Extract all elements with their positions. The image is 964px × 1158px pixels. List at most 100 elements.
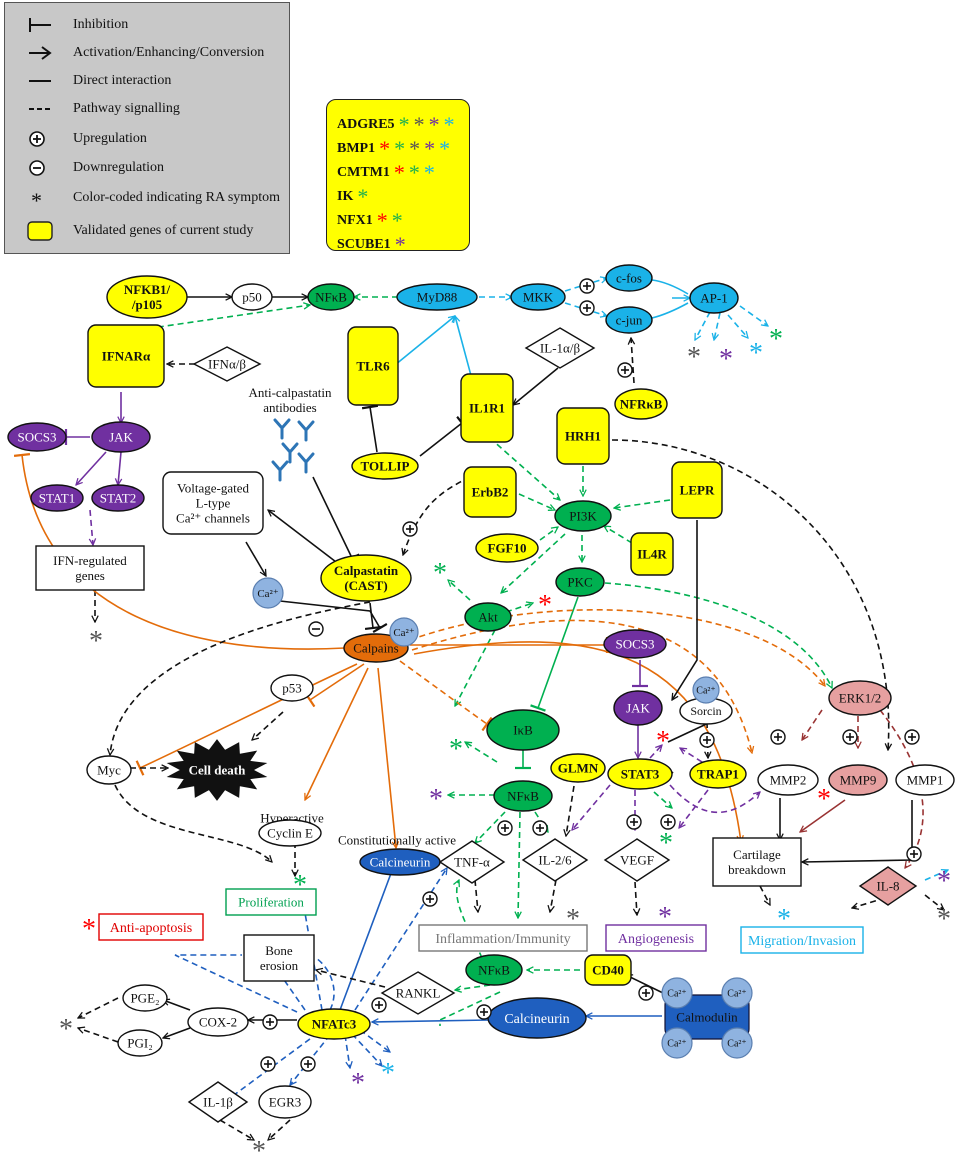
node-il1r1: IL1R1 <box>460 373 514 443</box>
symptom-asterisk: * <box>293 870 307 901</box>
legend-label: Downregulation <box>73 160 164 175</box>
node-ikb: IκB <box>486 709 560 751</box>
gene-name: BMP1 <box>337 141 376 156</box>
edge-fgf10-pi3k <box>539 527 558 541</box>
edge-nfatc3-star2 <box>351 1033 382 1066</box>
symptom-asterisk: * <box>59 1014 73 1045</box>
node-label: STAT1 <box>39 491 76 506</box>
edge-erbb2-calpastatin <box>403 476 471 555</box>
node-label: Ca²⁺ <box>696 686 715 697</box>
upregulation-icon <box>300 1056 316 1072</box>
edge-lepr-pi3k <box>614 499 671 508</box>
node-label: MMP9 <box>840 773 877 788</box>
edge-il1r1-pi3k <box>481 430 560 500</box>
edge-calpains-socs3left <box>13 453 346 650</box>
node-label: TLR6 <box>356 359 390 374</box>
svg-text:*: * <box>31 188 42 208</box>
node-label: HRH1 <box>565 429 601 444</box>
node-calmodulin: Ca²⁺Ca²⁺Ca²⁺Ca²⁺Calmodulin <box>661 977 753 1059</box>
node-label: TRAP1 <box>697 767 739 782</box>
node-label: Ca²⁺ <box>667 1039 686 1050</box>
edge-tollip-tlr6 <box>361 404 379 453</box>
symptom-asterisk: * <box>429 784 443 815</box>
node-ca_left: Ca²⁺ <box>252 577 284 609</box>
legend-item: Validated genes of current study <box>5 219 291 245</box>
edge-pgi2-star <box>78 1028 119 1043</box>
upregulation-icon <box>579 300 595 316</box>
edge-stat3-star <box>649 745 662 759</box>
node-label: Ca²⁺ <box>727 1039 746 1050</box>
node-egr3: EGR3 <box>258 1085 312 1119</box>
edge-calmodulin-cd40 <box>626 974 664 994</box>
edge-nfkb-tnf <box>475 811 506 843</box>
edge-calpains-cyclin <box>305 667 369 800</box>
node-label: c-fos <box>616 271 642 286</box>
legend-item: Activation/Enhancing/Conversion <box>5 41 291 67</box>
symptom-asterisk: * <box>566 904 580 935</box>
symptom-asterisk: * <box>433 558 447 589</box>
node-il8: IL-8 <box>858 866 918 906</box>
edge-calpains-cartilage <box>413 641 741 842</box>
edge-cjun-ap1 <box>651 302 689 319</box>
edge-rankl-bone <box>316 970 386 988</box>
upregulation-icon <box>660 814 676 830</box>
edge-calcineurin-nfatc3 <box>372 1020 491 1022</box>
legend-label: Validated genes of current study <box>73 223 254 238</box>
legend-label: Direct interaction <box>73 73 172 88</box>
node-p53: p53 <box>270 674 314 702</box>
node-nfkb_low: NFκB <box>465 954 523 986</box>
node-myd88: MyD88 <box>396 283 478 311</box>
node-tlr6: TLR6 <box>347 326 399 406</box>
symptom-asterisk: * <box>393 160 405 185</box>
symptom-asterisk: * <box>777 904 791 935</box>
symptom-asterisk: * <box>424 136 436 161</box>
node-label: MMP2 <box>770 773 807 788</box>
node-label: Migration/Invasion <box>748 934 856 949</box>
edge-il1b-star <box>219 1119 254 1140</box>
node-lepr: LEPR <box>671 461 723 519</box>
edge-calpains-myc-dash <box>110 601 371 755</box>
symptom-asterisk: * <box>423 160 435 185</box>
node-hrh1: HRH1 <box>556 407 610 465</box>
legend-item: Downregulation <box>5 156 291 182</box>
gene-name: ADGRE5 <box>337 117 395 132</box>
node-label: Ca²⁺ <box>727 989 746 1000</box>
node-socs3_left: SOCS3 <box>7 422 67 452</box>
edge-tlr6-myd88 <box>394 316 455 366</box>
symptom-asterisk: * <box>687 342 701 373</box>
node-pkc: PKC <box>555 567 605 597</box>
node-il1ab: IL-1α/β <box>524 327 596 369</box>
symptom-asterisk: * <box>658 902 672 933</box>
legend-label: Activation/Enhancing/Conversion <box>73 45 265 60</box>
edge-ap1-out4 <box>694 311 711 340</box>
edge-sorcin-trap1 <box>707 721 708 758</box>
validated-genes-box: ADGRE5****BMP1*****CMTM1***IK*NFX1**SCUB… <box>326 99 470 257</box>
node-label: GLMN <box>558 761 599 776</box>
gene-name: SCUBE1 <box>337 237 391 252</box>
edge-lepr-jak <box>672 520 698 700</box>
edge-il4r-pi3k <box>604 526 633 544</box>
edge-trap1-mmp2 <box>679 789 709 828</box>
node-mkk: MKK <box>510 283 566 311</box>
upregulation-icon <box>476 1004 492 1020</box>
node-label: EGR3 <box>269 1095 302 1110</box>
node-label: Calmodulin <box>676 1010 738 1025</box>
edge-akt-ikb <box>454 629 496 706</box>
edge-calpains-p53 <box>304 663 365 708</box>
node-trap1: TRAP1 <box>689 759 747 789</box>
node-pi3k: PI3K <box>554 500 612 532</box>
symptom-asterisk: * <box>538 590 552 621</box>
symptom-asterisk: * <box>439 136 451 161</box>
edge-calpains-calcineurin <box>377 667 396 848</box>
gene-name: IK <box>337 189 354 204</box>
edge-cartilage-migration <box>759 885 771 905</box>
node-label: JAK <box>626 701 650 716</box>
node-cd40: CD40 <box>584 954 632 986</box>
node-label: TOLLIP <box>361 459 410 474</box>
node-label: IL-2/6 <box>538 853 572 868</box>
